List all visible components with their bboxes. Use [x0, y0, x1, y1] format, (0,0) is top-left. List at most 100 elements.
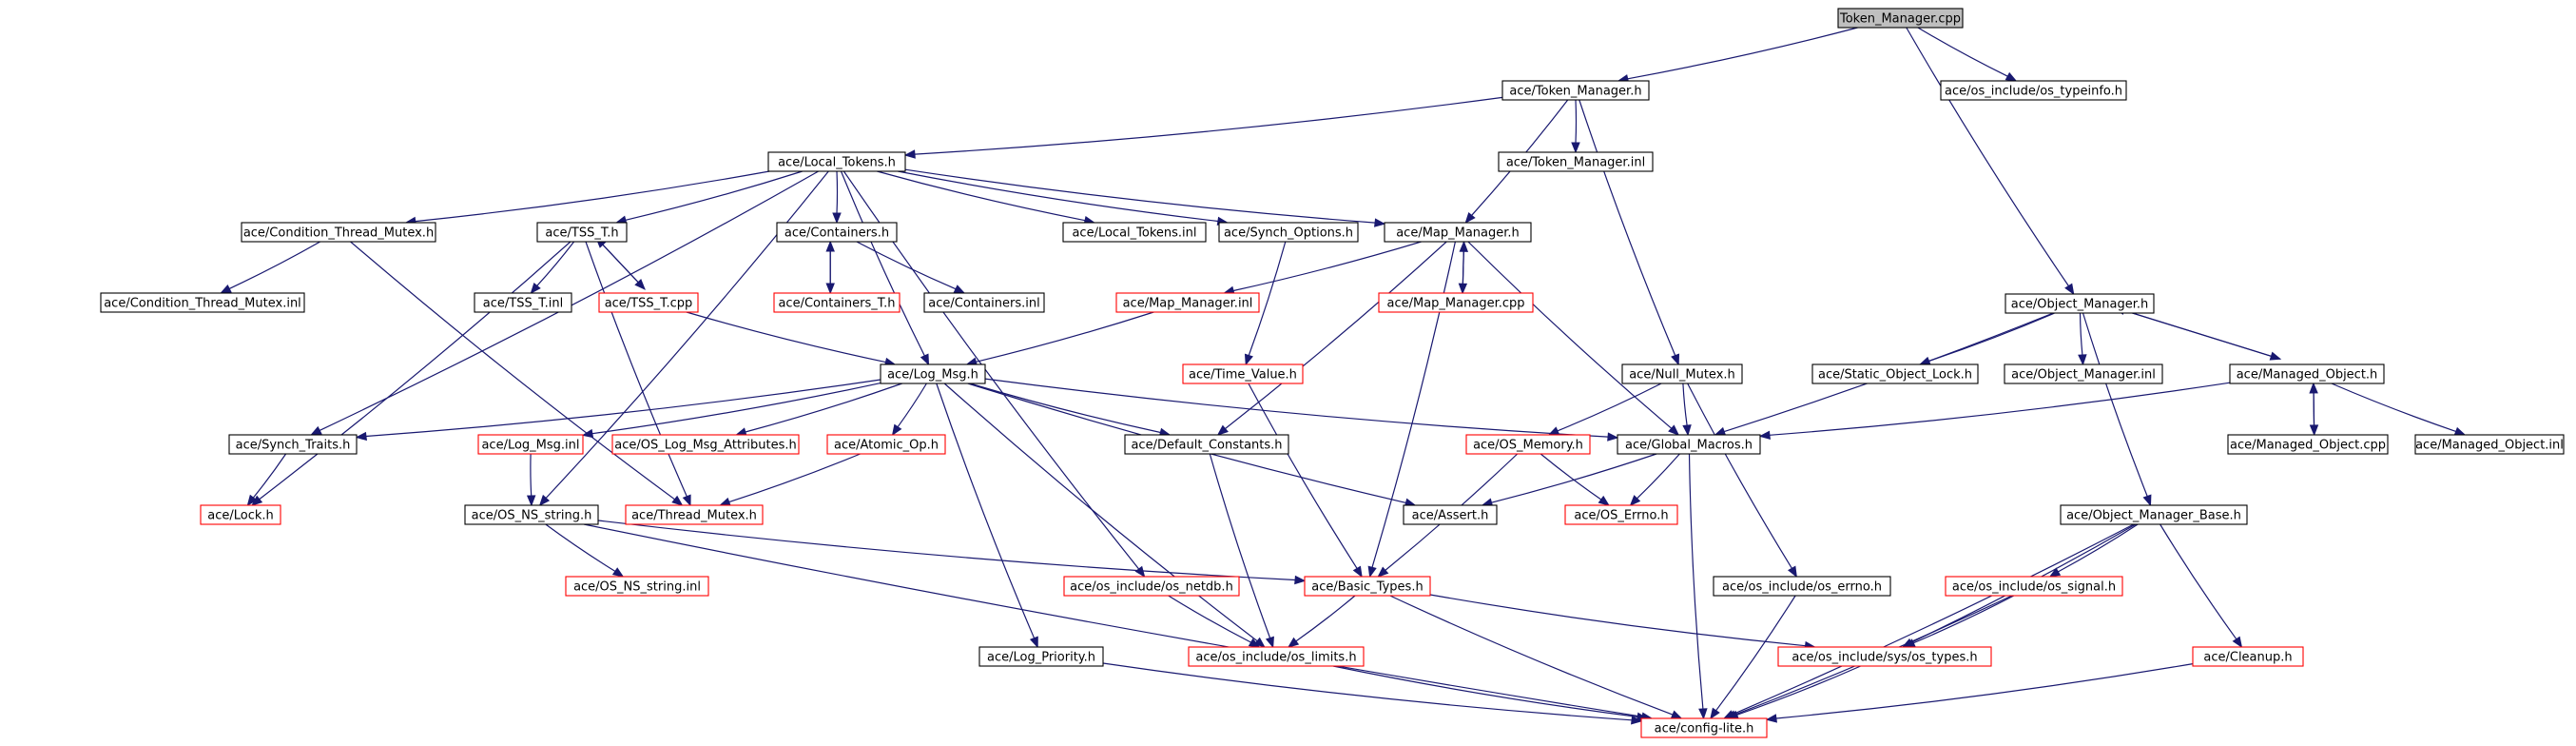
- node-os-limits-h[interactable]: ace/os_include/os_limits.h: [1188, 646, 1365, 667]
- node-box: [1378, 292, 1534, 313]
- node-atomic-op-h[interactable]: ace/Atomic_Op.h: [826, 434, 946, 455]
- node-null-mutex-h[interactable]: ace/Null_Mutex.h: [1621, 363, 1743, 384]
- node-box: [880, 363, 986, 384]
- edge-basic_types_h-to-os_limits_h: [1287, 595, 1356, 648]
- node-box: [2060, 504, 2248, 525]
- node-box: [228, 434, 358, 455]
- node-label: ace/os_include/os_netdb.h: [1070, 580, 1233, 595]
- node-os-signal-h[interactable]: ace/os_include/os_signal.h: [1945, 576, 2123, 597]
- node-map-manager-h[interactable]: ace/Map_Manager.h: [1384, 222, 1532, 243]
- node-os-include-os-errno-h[interactable]: ace/os_include/os_errno.h: [1713, 576, 1891, 597]
- node-map-manager-cpp[interactable]: ace/Map_Manager.cpp: [1378, 292, 1534, 313]
- node-tss-t-h[interactable]: ace/TSS_T.h: [536, 222, 628, 243]
- node-box: [1564, 504, 1678, 525]
- node-synch-options-h[interactable]: ace/Synch_Options.h: [1218, 222, 1359, 243]
- node-os-netdb-h[interactable]: ace/os_include/os_netdb.h: [1063, 576, 1240, 597]
- arrowhead: [310, 425, 322, 436]
- node-os-typeinfo-h[interactable]: ace/os_include/os_typeinfo.h: [1940, 80, 2127, 101]
- node-object-manager-inl[interactable]: ace/Object_Manager.inl: [2004, 363, 2163, 384]
- node-label: ace/Lock.h: [207, 509, 274, 523]
- arrowhead: [1253, 637, 1266, 648]
- node-tss-t-cpp[interactable]: ace/TSS_T.cpp: [598, 292, 699, 313]
- node-time-value-h[interactable]: ace/Time_Value.h: [1182, 363, 1304, 384]
- node-cleanup-h[interactable]: ace/Cleanup.h: [2192, 646, 2304, 667]
- node-containers-h[interactable]: ace/Containers.h: [776, 222, 898, 243]
- edge-local_tokens_h-to-condition_thread_mutex_h: [404, 170, 770, 226]
- node-os-memory-h[interactable]: ace/OS_Memory.h: [1465, 434, 1591, 455]
- node-token-manager-h[interactable]: ace/Token_Manager.h: [1501, 80, 1650, 101]
- node-default-constants-h[interactable]: ace/Default_Constants.h: [1124, 434, 1289, 455]
- node-box: [1062, 222, 1207, 243]
- node-os-ns-string-h[interactable]: ace/OS_NS_string.h: [464, 504, 599, 525]
- edge-os_signal_h-to-sys_os_types_h: [1903, 595, 2015, 648]
- edge-tss_t_cpp-to-log_msg_h: [686, 311, 897, 366]
- arrowhead: [1698, 708, 1708, 720]
- node-os-errno-h[interactable]: ace/OS_Errno.h: [1564, 504, 1678, 525]
- node-token-manager-inl[interactable]: ace/Token_Manager.inl: [1498, 151, 1654, 172]
- node-log-priority-h[interactable]: ace/Log_Priority.h: [978, 646, 1104, 667]
- node-tss-t-inl[interactable]: ace/TSS_T.inl: [474, 292, 572, 313]
- node-box: [1777, 646, 1992, 667]
- arrowhead: [1287, 637, 1300, 648]
- node-basic-types-h[interactable]: ace/Basic_Types.h: [1304, 576, 1431, 597]
- node-local-tokens-h[interactable]: ace/Local_Tokens.h: [767, 151, 906, 172]
- edge-token_manager_h-to-local_tokens_h: [903, 96, 1503, 159]
- arrowhead: [903, 149, 916, 159]
- node-box: [1837, 8, 1964, 29]
- node-lock-h[interactable]: ace/Lock.h: [200, 504, 281, 525]
- node-map-manager-inl[interactable]: ace/Map_Manager.inl: [1115, 292, 1260, 313]
- node-containers-t-h[interactable]: ace/Containers_T.h: [773, 292, 901, 313]
- node-label: ace/Basic_Types.h: [1311, 580, 1423, 595]
- node-object-manager-h[interactable]: ace/Object_Manager.h: [2005, 293, 2155, 314]
- node-assert-h[interactable]: ace/Assert.h: [1403, 504, 1498, 525]
- edge-log_msg_h-to-log_msg_inl: [581, 383, 881, 439]
- arrowhead: [1459, 240, 1469, 252]
- node-containers-inl[interactable]: ace/Containers.inl: [923, 292, 1045, 313]
- node-thread-mutex-h[interactable]: ace/Thread_Mutex.h: [625, 504, 764, 525]
- arrowhead: [1598, 495, 1610, 506]
- arrowhead: [581, 428, 594, 439]
- node-label: ace/Synch_Options.h: [1224, 226, 1353, 241]
- node-box: [2229, 363, 2385, 384]
- node-global-macros-h[interactable]: ace/Global_Macros.h: [1617, 434, 1761, 455]
- node-box: [1501, 80, 1650, 101]
- arrowhead: [1248, 638, 1261, 648]
- edge-os_include_os_errno_h-to-config_lite_h: [1710, 595, 1796, 720]
- node-managed-object-h[interactable]: ace/Managed_Object.h: [2229, 363, 2385, 384]
- node-condition-thread-mutex-inl[interactable]: ace/Condition_Thread_Mutex.inl: [100, 292, 305, 313]
- edge-object_manager_base_h-to-config_lite_h: [1722, 523, 2135, 719]
- node-label: ace/os_include/os_limits.h: [1195, 651, 1356, 665]
- node-label: ace/TSS_T.h: [545, 226, 618, 241]
- arrowhead: [220, 285, 232, 294]
- node-label: ace/TSS_T.cpp: [605, 297, 693, 311]
- node-static-object-lock-h[interactable]: ace/Static_Object_Lock.h: [1811, 363, 1979, 384]
- node-os-log-msg-attributes-h[interactable]: ace/OS_Log_Msg_Attributes.h: [611, 434, 800, 455]
- node-local-tokens-inl[interactable]: ace/Local_Tokens.inl: [1062, 222, 1207, 243]
- node-box: [464, 504, 599, 525]
- node-log-msg-h[interactable]: ace/Log_Msg.h: [880, 363, 986, 384]
- node-label: ace/Managed_Object.h: [2237, 368, 2378, 383]
- node-sys-os-types-h[interactable]: ace/os_include/sys/os_types.h: [1777, 646, 1992, 667]
- edge-null_mutex_h-to-os_include_os_errno_h: [1687, 383, 1797, 579]
- node-box: [923, 292, 1045, 313]
- node-box: [1940, 80, 2127, 101]
- node-label: ace/Containers_T.h: [778, 297, 895, 311]
- node-box: [826, 434, 946, 455]
- node-label: ace/Default_Constants.h: [1131, 439, 1282, 453]
- node-os-ns-string-inl[interactable]: ace/OS_NS_string.inl: [565, 576, 709, 597]
- node-config-lite-h[interactable]: ace/config-lite.h: [1640, 717, 1768, 738]
- edge-object_manager_base_h-to-cleanup_h: [2160, 523, 2243, 649]
- edge-token_manager_cpp-to-object_manager_h: [1906, 27, 2075, 296]
- node-managed-object-cpp[interactable]: ace/Managed_Object.cpp: [2227, 434, 2389, 455]
- node-condition-thread-mutex-h[interactable]: ace/Condition_Thread_Mutex.h: [241, 222, 436, 243]
- arrowhead: [246, 494, 258, 507]
- node-object-manager-base-h[interactable]: ace/Object_Manager_Base.h: [2060, 504, 2248, 525]
- node-managed-object-inl[interactable]: ace/Managed_Object.inl: [2414, 434, 2565, 455]
- edge-tss_t_h-to-lock_h: [251, 241, 571, 506]
- node-label: ace/Thread_Mutex.h: [631, 509, 757, 523]
- node-synch-traits-h[interactable]: ace/Synch_Traits.h: [228, 434, 358, 455]
- node-box: [978, 646, 1104, 667]
- edge-global_macros_h-to-os_errno_h: [1629, 453, 1680, 506]
- node-log-msg-inl[interactable]: ace/Log_Msg.inl: [477, 434, 584, 455]
